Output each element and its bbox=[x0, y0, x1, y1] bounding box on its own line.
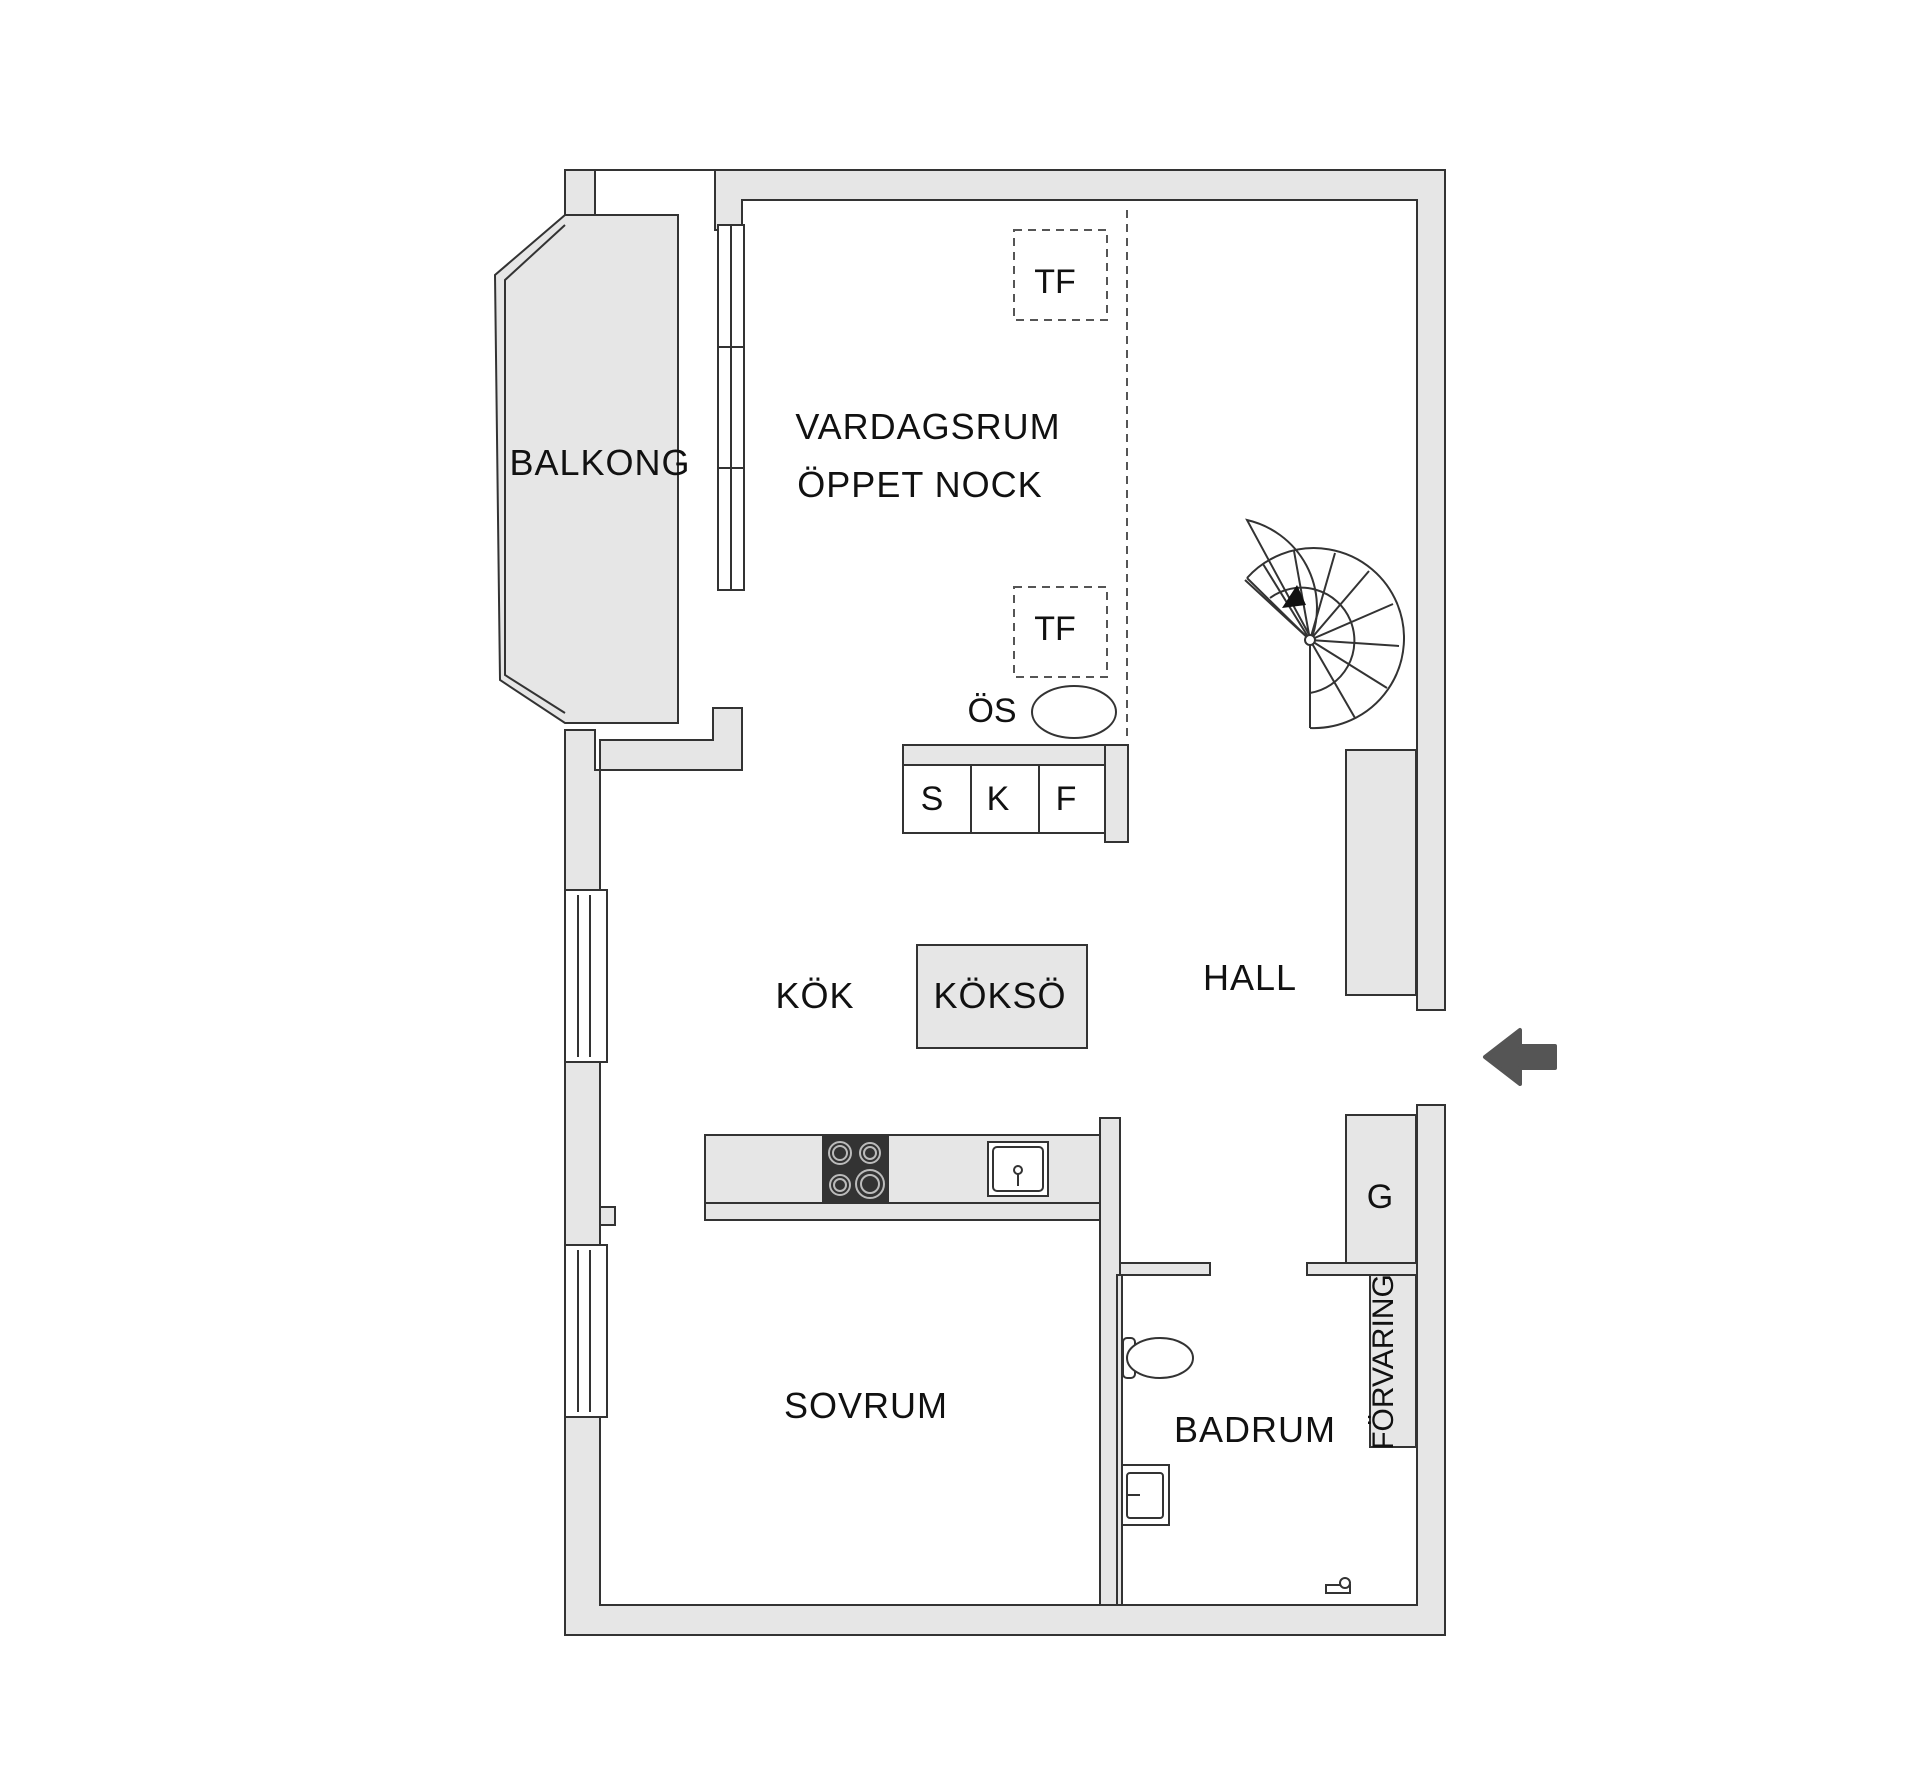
spiral-stairs bbox=[1244, 518, 1405, 730]
label-wardrobe-g: G bbox=[1367, 1178, 1393, 1216]
label-living-room-sub: ÖPPET NOCK bbox=[797, 464, 1042, 505]
kitchen-sink-drain bbox=[1013, 1165, 1023, 1175]
entrance-arrow-icon bbox=[1483, 1028, 1557, 1086]
cabinet-k bbox=[970, 764, 1040, 834]
label-cabinet-k: K bbox=[987, 780, 1010, 818]
kitchen-counter-base bbox=[704, 1202, 1106, 1221]
balcony bbox=[493, 214, 679, 724]
cabinet-block-back bbox=[902, 744, 1129, 766]
wardrobe-g bbox=[1345, 1114, 1417, 1264]
cabinet-s bbox=[902, 764, 972, 834]
label-kitchen: KÖK bbox=[775, 975, 854, 1016]
bathroom-sink-icon bbox=[1121, 1464, 1170, 1526]
label-bathroom: BADRUM bbox=[1174, 1409, 1336, 1450]
window-left-upper bbox=[564, 889, 608, 1063]
window-left-lower bbox=[564, 1244, 608, 1418]
hall-wardrobe bbox=[1345, 749, 1417, 996]
balcony-outline-inner bbox=[504, 224, 566, 714]
kitchen-sink-basin bbox=[992, 1146, 1044, 1192]
toilet-icon bbox=[1122, 1337, 1194, 1379]
label-skylight-top: TF bbox=[1034, 263, 1076, 301]
label-hall: HALL bbox=[1203, 957, 1297, 998]
label-bedroom: SOVRUM bbox=[784, 1385, 948, 1426]
label-cabinet-f: F bbox=[1056, 780, 1077, 818]
wall-bath-top-left bbox=[1119, 1262, 1211, 1276]
label-skylight-bottom: TF bbox=[1034, 610, 1076, 648]
cabinet-block-side bbox=[1104, 744, 1129, 843]
wall-notch bbox=[599, 1206, 616, 1226]
label-kitchen-island: KÖKSÖ bbox=[933, 975, 1066, 1016]
stove-burners bbox=[828, 1141, 885, 1199]
cabinet-f bbox=[1038, 764, 1106, 834]
floor-fixture-icon bbox=[1325, 1577, 1351, 1594]
kitchen-island bbox=[916, 944, 1088, 1049]
storage-closet bbox=[1369, 1274, 1417, 1448]
fireplace bbox=[1031, 685, 1117, 739]
skylight-bottom bbox=[1013, 586, 1108, 678]
label-balcony: BALKONG bbox=[509, 442, 690, 483]
label-living-room: VARDAGSRUM bbox=[795, 406, 1060, 447]
skylight-top bbox=[1013, 229, 1108, 321]
wall-bath-top-right bbox=[1306, 1262, 1418, 1276]
wall-bath-left bbox=[1116, 1274, 1123, 1606]
label-storage: FÖRVARING bbox=[1367, 1274, 1400, 1450]
label-cabinet-s: S bbox=[921, 780, 944, 818]
stairs-direction-arrow bbox=[1282, 585, 1306, 608]
label-fireplace: ÖS bbox=[967, 692, 1016, 730]
